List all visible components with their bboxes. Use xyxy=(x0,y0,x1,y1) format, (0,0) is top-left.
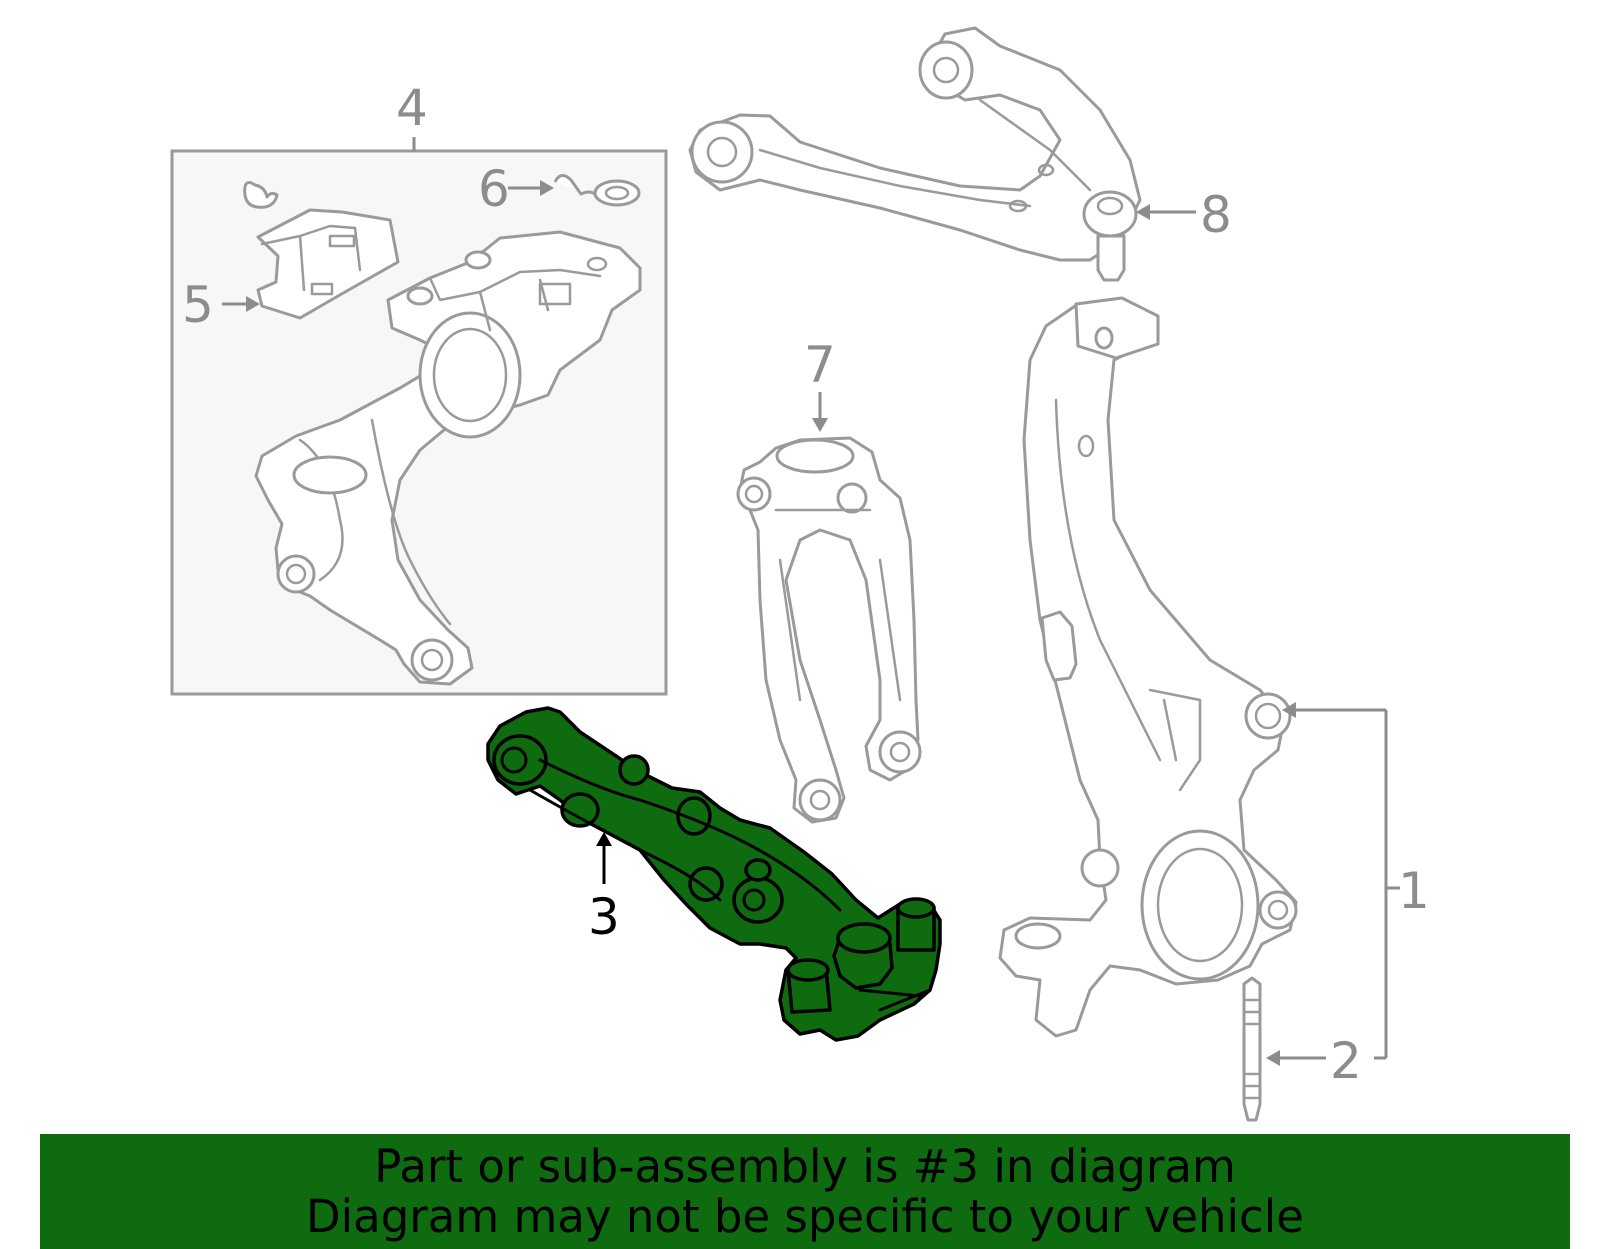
bracket-part xyxy=(256,208,400,320)
callout-6[interactable]: 6 xyxy=(478,160,510,218)
subframe-part xyxy=(254,230,642,686)
upper-control-arm-part xyxy=(688,26,1142,282)
callout-1[interactable]: 1 xyxy=(1398,862,1430,920)
callout-5[interactable]: 5 xyxy=(182,276,214,334)
wheel-stud-part xyxy=(1242,976,1262,1122)
banner-line-2: Diagram may not be specific to your vehi… xyxy=(306,1189,1304,1243)
knuckle-part xyxy=(736,436,922,824)
callout-2[interactable]: 2 xyxy=(1330,1032,1362,1090)
callout-3[interactable]: 3 xyxy=(588,888,620,946)
bolt-washer-part xyxy=(553,174,641,207)
callout-4[interactable]: 4 xyxy=(396,79,428,137)
callout-7[interactable]: 7 xyxy=(804,336,836,394)
callout-8[interactable]: 8 xyxy=(1200,186,1232,244)
subframe-assembly-group: 4 5 6 xyxy=(170,79,668,696)
info-banner: Part or sub-assembly is #3 in diagram Di… xyxy=(40,1134,1570,1249)
clip-part xyxy=(243,181,279,209)
banner-line-1: Part or sub-assembly is #3 in diagram xyxy=(374,1139,1236,1193)
steering-knuckle-part xyxy=(998,296,1298,1038)
lower-control-arm-part-highlighted[interactable] xyxy=(486,706,942,1042)
